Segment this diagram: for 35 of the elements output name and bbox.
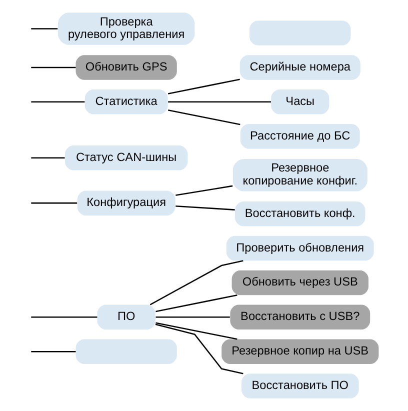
connector bbox=[149, 260, 243, 306]
node-box: Статистика bbox=[84, 90, 168, 114]
node-box bbox=[249, 20, 350, 46]
connector bbox=[30, 202, 77, 204]
node-box: ПО bbox=[96, 304, 155, 330]
connector bbox=[168, 101, 270, 103]
connector bbox=[175, 185, 232, 196]
node-box: Проверка рулевого управления bbox=[57, 12, 194, 45]
node-box: Резервное копир на USB bbox=[221, 339, 378, 364]
connector bbox=[30, 157, 64, 159]
node-box: Расстояние до БС bbox=[240, 124, 360, 149]
connector bbox=[30, 66, 76, 68]
connector bbox=[30, 316, 97, 318]
node-box: Часы bbox=[270, 90, 329, 114]
connector bbox=[155, 294, 237, 312]
node-box: Серийные номера bbox=[239, 55, 360, 80]
node-box: Статус CAN-шины bbox=[64, 146, 188, 170]
node-box: Конфигурация bbox=[76, 190, 175, 216]
connector bbox=[175, 205, 234, 210]
node-box: Проверить обновления bbox=[226, 236, 374, 261]
connector bbox=[30, 350, 76, 352]
connector bbox=[167, 78, 240, 94]
node-box bbox=[75, 339, 176, 364]
node-box: Восстановить конф. bbox=[234, 201, 365, 226]
connector bbox=[155, 316, 230, 318]
connector bbox=[167, 109, 240, 126]
connector bbox=[30, 28, 58, 30]
node-box: Обновить GPS bbox=[75, 55, 176, 80]
node-box: Обновить через USB bbox=[231, 270, 368, 296]
node-box: Восстановить с USB? bbox=[230, 304, 370, 330]
node-box: Резервное копирование конфиг. bbox=[232, 158, 367, 192]
connector bbox=[155, 322, 237, 340]
connector bbox=[30, 101, 84, 103]
node-box: Восстановить ПО bbox=[240, 374, 358, 398]
connector bbox=[154, 324, 243, 374]
